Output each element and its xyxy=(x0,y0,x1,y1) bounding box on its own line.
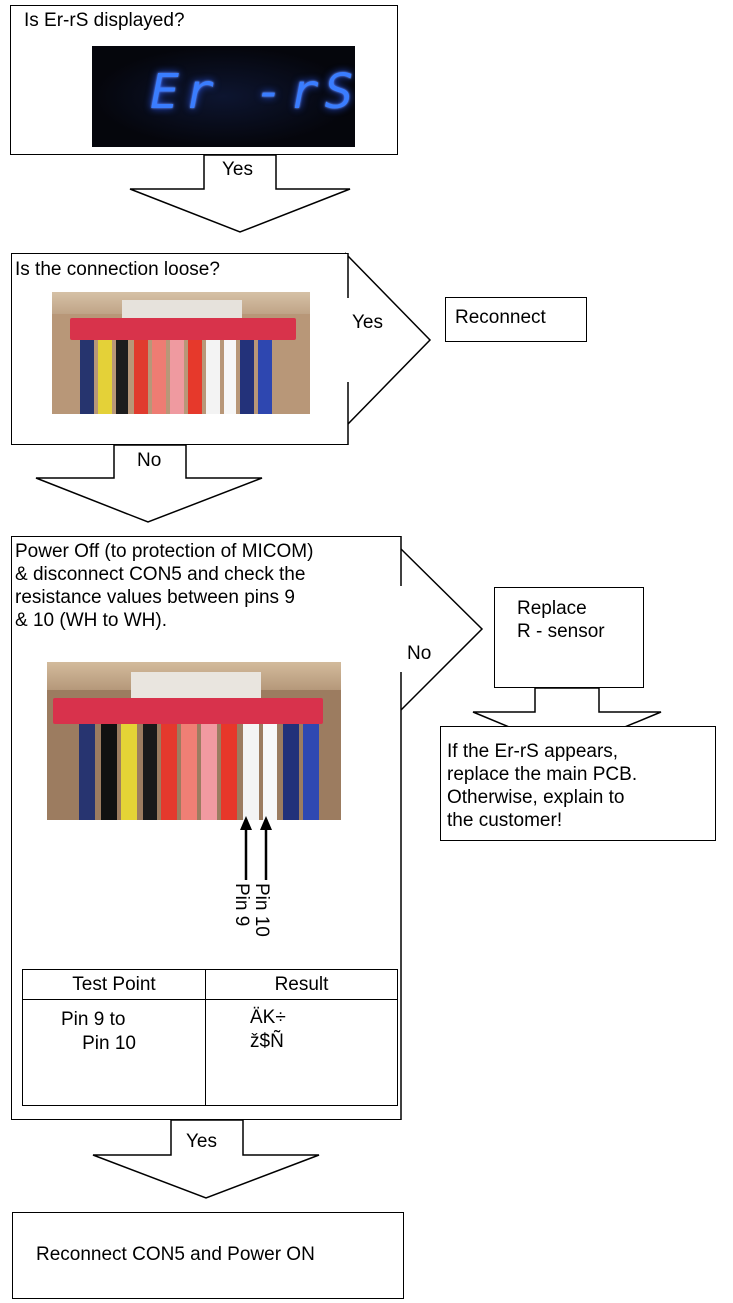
display-photo: Er -rS xyxy=(92,46,355,147)
final-reconnect-con5-power-on: Reconnect CON5 and Power ON xyxy=(36,1244,315,1265)
note-replace-main-pcb: If the Er-rS appears, replace the main P… xyxy=(447,741,638,831)
connector-photo-2 xyxy=(47,662,341,820)
test-result-table: Test Point Result Pin 9 to Pin 10 ÄK÷ ž$… xyxy=(22,969,398,1106)
action-replace-r-sensor: Replace R - sensor xyxy=(517,598,605,642)
label-no-2: No xyxy=(407,643,432,664)
question-er-rs-displayed: Is Er-rS displayed? xyxy=(24,10,185,31)
action-box-reconnect xyxy=(445,297,587,342)
display-code-readout: Er -rS xyxy=(150,64,355,120)
table-cell-result: ÄK÷ ž$Ñ xyxy=(205,999,398,1106)
table-cell-test-point: Pin 9 to Pin 10 xyxy=(22,999,206,1106)
label-yes-2: Yes xyxy=(352,312,383,333)
table-header-test-point: Test Point xyxy=(22,969,206,1000)
connector-photo-1 xyxy=(52,292,310,414)
final-box-reconnect-power xyxy=(12,1212,404,1299)
action-reconnect: Reconnect xyxy=(455,307,546,328)
note-box-replace-pcb xyxy=(440,726,716,841)
question-connection-loose: Is the connection loose? xyxy=(15,259,220,280)
instruction-check-resistance: Power Off (to protection of MICOM) & dis… xyxy=(15,541,314,631)
label-yes-1: Yes xyxy=(222,159,253,180)
label-yes-3: Yes xyxy=(186,1131,217,1152)
label-no-1: No xyxy=(137,450,162,471)
